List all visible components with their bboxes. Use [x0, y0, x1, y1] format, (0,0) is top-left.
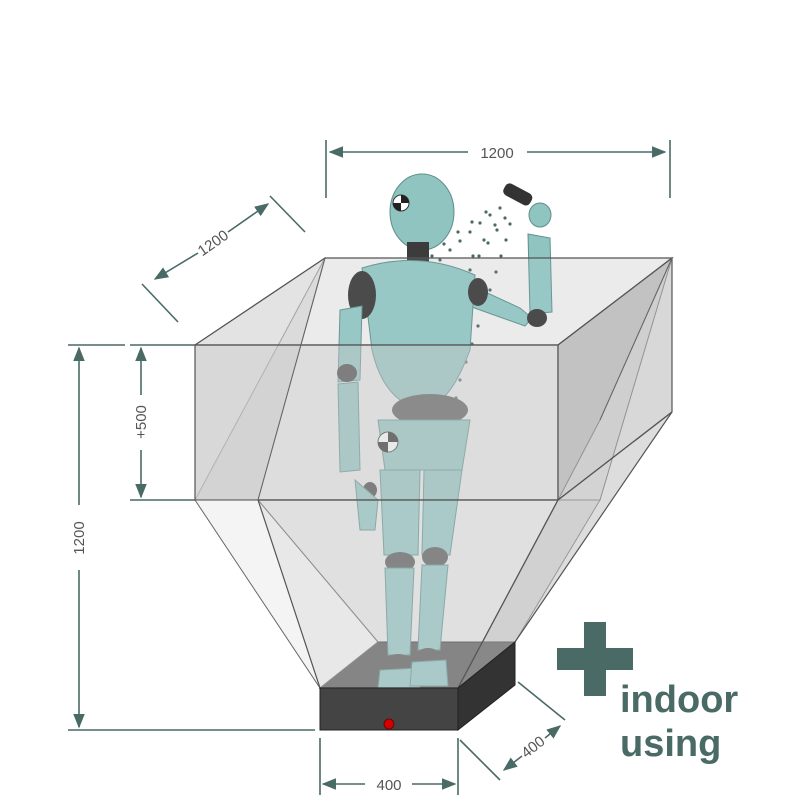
plus-icon: [557, 622, 633, 696]
dim-top-width: 1200: [480, 145, 513, 162]
enclosure-front: [193, 256, 674, 689]
base: [319, 640, 516, 732]
dim-top-depth: 1200: [195, 227, 232, 260]
dim-extension: +500: [133, 405, 150, 439]
badge-line1: indoor: [620, 679, 738, 721]
dim-base-width: 400: [376, 777, 401, 794]
dim-base-depth: 400: [518, 733, 548, 762]
indicator-light: [383, 718, 395, 730]
badge-line2: using: [620, 723, 721, 765]
figure-torso: [361, 260, 476, 401]
shower-head-icon: [503, 183, 533, 206]
figure: [337, 173, 553, 689]
figure-head: [389, 173, 455, 251]
dim-total-height: 1200: [71, 521, 88, 554]
dimension-lines: [68, 140, 671, 795]
